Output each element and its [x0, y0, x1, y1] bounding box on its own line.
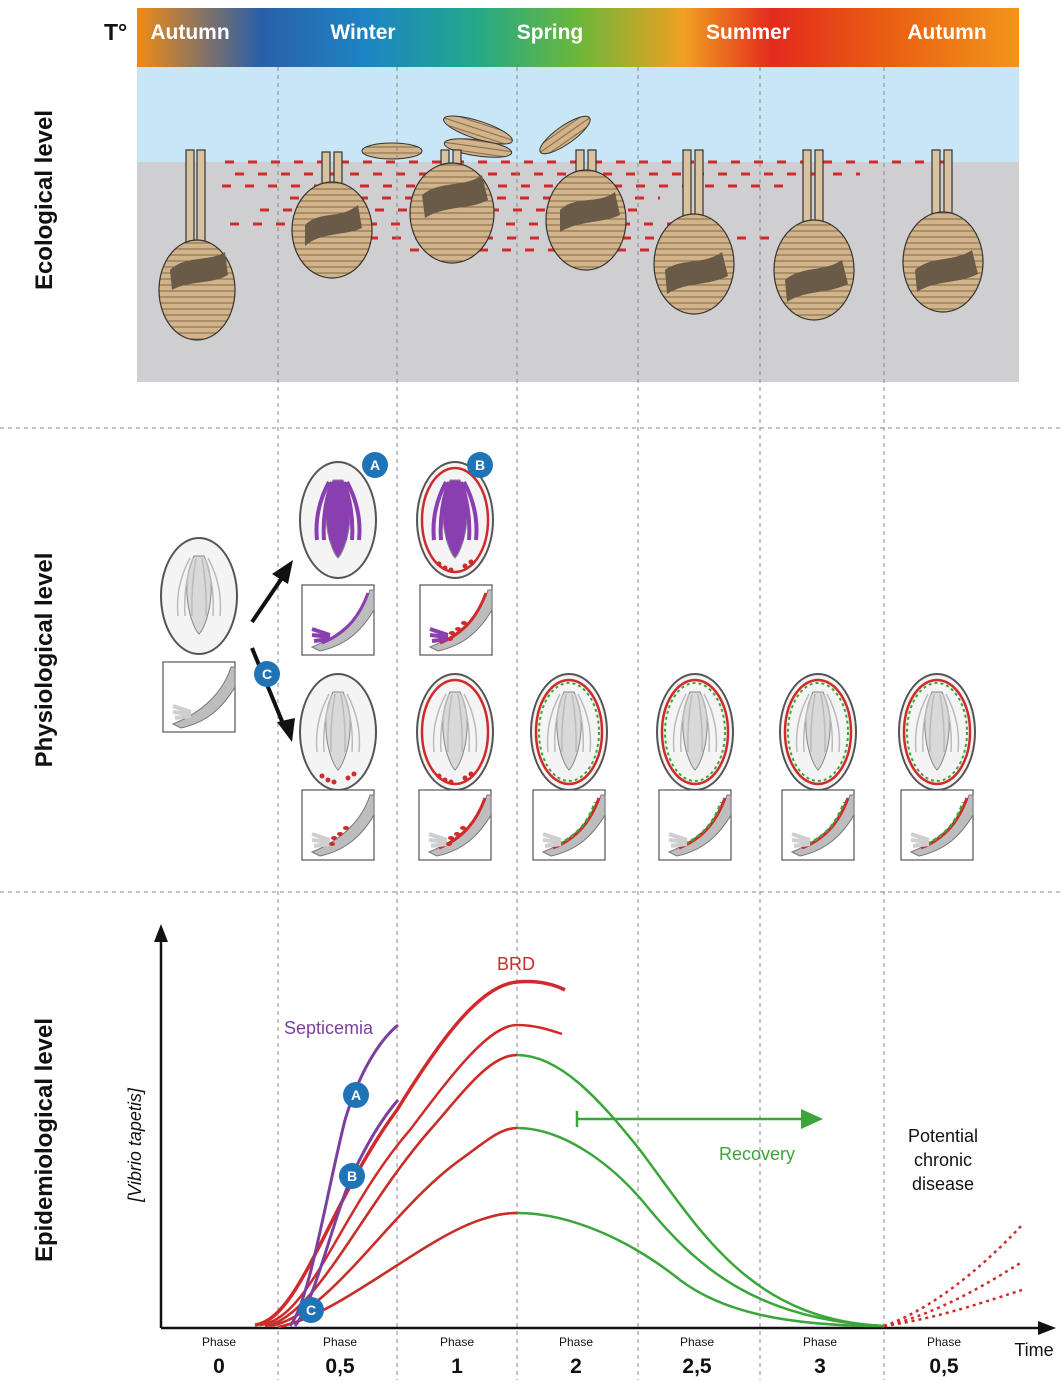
season-label-summer: Summer [706, 21, 790, 44]
clam-section-phase-2 [531, 674, 607, 790]
mantle-inset-a [302, 585, 374, 655]
svg-text:C: C [306, 1302, 316, 1318]
phase-number-1: 0,5 [325, 1355, 355, 1378]
clam-section-phase-1 [417, 674, 493, 790]
phase-labels: Phase 0 Phase 0,5 Phase 1 Phase 2 Phase … [202, 1335, 961, 1378]
label-brd: BRD [497, 954, 535, 974]
label-chronic-line3: disease [912, 1174, 974, 1194]
septicemia-curve-b [295, 1100, 398, 1326]
clam-section-phase-3 [657, 674, 733, 790]
phase-number-4: 2,5 [682, 1355, 712, 1378]
svg-text:C: C [262, 666, 272, 682]
mantle-inset-healthy [163, 662, 235, 732]
clam-section-b [417, 462, 493, 578]
svg-text:B: B [475, 457, 485, 473]
mantle-inset-phase-0 [302, 790, 374, 860]
label-chronic-line2: chronic [914, 1150, 972, 1170]
phase-word-0: Phase [202, 1335, 236, 1349]
season-label-spring: Spring [517, 21, 584, 44]
phase-number-0: 0 [213, 1355, 225, 1378]
clam-section-a [300, 462, 376, 578]
brd-curve-3-red-part [265, 1055, 517, 1326]
mantle-inset-b [420, 585, 492, 655]
phase-word-5: Phase [803, 1335, 837, 1349]
recovery-arrow [577, 1109, 823, 1129]
badge-a-curve: A [343, 1082, 369, 1108]
clam-section-phase-4 [780, 674, 856, 790]
mantle-inset-phase-3 [659, 790, 731, 860]
mantle-inset-phase-2 [533, 790, 605, 860]
badge-b-physio: B [467, 452, 493, 478]
physiological-panel [161, 462, 975, 860]
phase-word-3: Phase [559, 1335, 593, 1349]
branch-arrows [252, 560, 295, 742]
phase-word-6: Phase [927, 1335, 961, 1349]
label-recovery: Recovery [719, 1144, 795, 1164]
y-axis-label: [Vibrio tapetis] [125, 1087, 145, 1203]
badge-c-physio: C [254, 661, 280, 687]
phase-number-5: 3 [814, 1355, 826, 1378]
badge-c-curve: C [298, 1297, 324, 1323]
ecological-panel: T° Autumn Winter Spring Summer Autumn [104, 8, 1019, 382]
svg-text:B: B [347, 1168, 357, 1184]
season-label-autumn-start: Autumn [150, 21, 229, 44]
svg-text:A: A [370, 457, 380, 473]
x-axis-label: Time [1014, 1340, 1053, 1360]
season-label-winter: Winter [330, 21, 395, 44]
clam-section-phase-0 [300, 674, 376, 790]
epidemiological-panel: [Vibrio tapetis] Time [125, 924, 1056, 1378]
badge-a-physio: A [362, 452, 388, 478]
mantle-inset-phase-1 [419, 790, 491, 860]
y-axis-arrow [154, 924, 168, 942]
side-label-ecological: Ecological level [31, 110, 58, 290]
clam-section-healthy [161, 538, 237, 654]
season-label-autumn-end: Autumn [907, 21, 986, 44]
x-axis-arrow [1038, 1321, 1056, 1335]
clam-section-phase-5 [899, 674, 975, 790]
badge-b-curve: B [339, 1163, 365, 1189]
mantle-inset-phase-5 [901, 790, 973, 860]
phase-word-4: Phase [680, 1335, 714, 1349]
temperature-label: T° [104, 19, 127, 45]
chronic-curves [884, 1225, 1022, 1326]
phase-number-3: 2 [570, 1355, 582, 1378]
label-septicemia: Septicemia [284, 1018, 374, 1038]
water-column [137, 67, 1019, 162]
phase-word-1: Phase [323, 1335, 357, 1349]
side-label-epidemiological: Epidemiological level [31, 1018, 58, 1262]
side-label-physiological: Physiological level [31, 553, 58, 768]
phase-number-2: 1 [451, 1355, 463, 1378]
phase-word-2: Phase [440, 1335, 474, 1349]
mantle-inset-phase-4 [782, 790, 854, 860]
svg-text:A: A [351, 1087, 361, 1103]
label-chronic-line1: Potential [908, 1126, 978, 1146]
phase-number-6: 0,5 [929, 1355, 959, 1378]
